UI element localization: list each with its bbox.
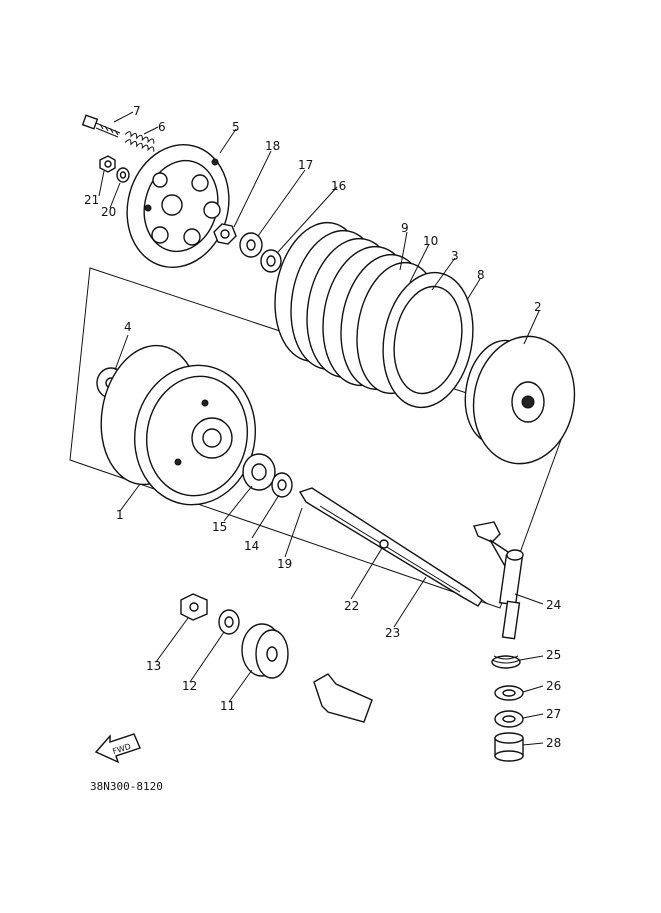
part-20-washer xyxy=(116,167,130,183)
callout-8: 8 xyxy=(477,268,485,282)
callout-15: 15 xyxy=(212,520,227,534)
callout-16: 16 xyxy=(331,179,346,193)
part-7-bolt xyxy=(81,114,121,138)
callout-18: 18 xyxy=(265,139,280,153)
callout-17: 17 xyxy=(298,158,313,172)
callout-26: 26 xyxy=(546,679,561,693)
part-15-washer xyxy=(242,453,276,491)
part-14-washer xyxy=(271,472,293,498)
callouts: 7 6 5 21 20 18 17 16 9 10 3 8 2 4 1 15 1… xyxy=(84,104,561,750)
part-24-push-lever xyxy=(473,521,524,640)
part-27-seal xyxy=(494,710,524,728)
part-12-washer xyxy=(218,609,240,635)
part-11-gear xyxy=(241,623,289,679)
callout-2: 2 xyxy=(534,300,542,314)
callout-6: 6 xyxy=(158,120,166,134)
callout-11: 11 xyxy=(220,699,235,713)
fwd-arrow-icon: FWD xyxy=(94,733,141,764)
part-1-clutch-housing xyxy=(100,344,257,506)
part-18-nut xyxy=(213,223,237,245)
callout-12: 12 xyxy=(182,679,197,693)
callout-14: 14 xyxy=(244,539,259,553)
part-17-washer xyxy=(239,232,263,258)
callout-3: 3 xyxy=(451,249,459,263)
callout-25: 25 xyxy=(546,648,561,662)
callout-22: 22 xyxy=(344,599,359,613)
part-5-pressure-plate xyxy=(126,144,230,268)
callout-21: 21 xyxy=(84,193,99,207)
part-26-washer xyxy=(494,685,524,701)
part-28-bearing xyxy=(494,732,524,762)
part-23-push-rod-shaft xyxy=(298,487,489,607)
part-25-spring xyxy=(491,655,521,669)
part-21-nut xyxy=(99,155,116,173)
callout-4: 4 xyxy=(124,320,132,334)
part-2-clutch-boss xyxy=(464,335,576,465)
callout-10: 10 xyxy=(423,234,438,248)
part-13-nut xyxy=(180,593,208,621)
callout-13: 13 xyxy=(146,659,161,673)
callout-27: 27 xyxy=(546,707,561,721)
part-16-washer xyxy=(260,249,282,273)
leader-lines xyxy=(98,111,544,746)
callout-19: 19 xyxy=(277,557,292,571)
callout-23: 23 xyxy=(385,626,400,640)
sleeve-tool xyxy=(313,673,373,723)
catalog-number: 38N300-8120 xyxy=(90,780,163,793)
callout-9: 9 xyxy=(401,221,409,235)
callout-5: 5 xyxy=(232,120,240,134)
callout-20: 20 xyxy=(101,205,116,219)
part-6-spring xyxy=(124,131,155,152)
callout-7: 7 xyxy=(133,104,141,118)
callout-1: 1 xyxy=(116,508,124,522)
callout-24: 24 xyxy=(546,598,561,612)
callout-28: 28 xyxy=(546,736,561,750)
part-3-plate xyxy=(382,271,474,409)
